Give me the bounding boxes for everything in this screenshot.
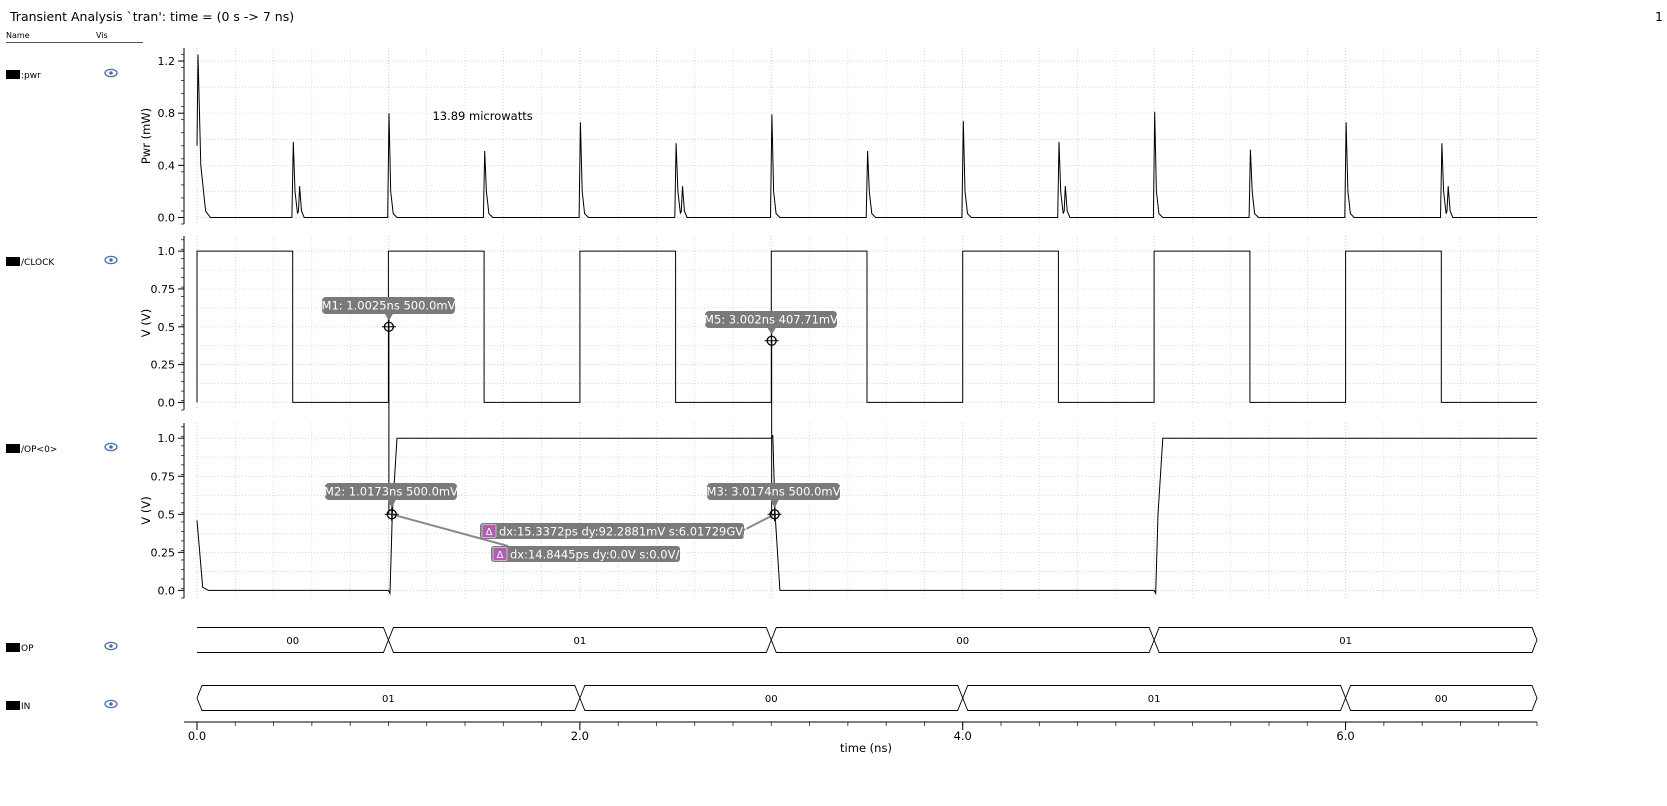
signal-row-op[interactable]: OP	[6, 640, 148, 654]
marker-label-bg[interactable]	[705, 311, 837, 328]
signal-color-swatch[interactable]	[6, 700, 20, 710]
bus-value: 00	[286, 636, 299, 647]
pwr-trace[interactable]	[196, 54, 1537, 218]
signal-row-clock[interactable]: /CLOCK	[6, 254, 148, 268]
delta-label-bg[interactable]	[480, 523, 744, 539]
marker-label-bg[interactable]	[322, 297, 455, 314]
signal-name: OP	[21, 643, 34, 654]
y-axis-label: V (V)	[139, 496, 153, 524]
bus-value: 00	[1435, 694, 1448, 705]
delta-label: dx:15.3372ps dy:92.2881mV s:6.01729GV/s	[499, 525, 753, 539]
y-tick-label: 0.25	[151, 546, 176, 559]
window-title: Transient Analysis `tran': time = (0 s -…	[10, 9, 295, 24]
signal-row-op0[interactable]: /OP<0>	[6, 441, 148, 455]
y-tick-label: 0.8	[158, 107, 176, 120]
signal-row-in[interactable]: IN	[6, 698, 148, 712]
signal-color-swatch[interactable]	[6, 69, 20, 79]
y-tick-label: 0.5	[158, 508, 176, 521]
y-tick-label: 0.25	[151, 359, 176, 372]
bus-value: 01	[1148, 694, 1161, 705]
marker-label-bg[interactable]	[707, 483, 840, 500]
bus-value: 01	[1339, 636, 1352, 647]
y-tick-label: 0.75	[151, 470, 176, 483]
x-tick-label: 0.0	[188, 729, 206, 743]
x-tick-label: 6.0	[1336, 729, 1354, 743]
vis-column-header[interactable]: Vis	[96, 31, 108, 40]
x-tick-label: 4.0	[954, 729, 972, 743]
bus-value: 01	[573, 636, 586, 647]
y-tick-label: 0.75	[151, 283, 176, 296]
y-axis-label: V (V)	[139, 309, 153, 337]
bus-segment[interactable]	[1345, 685, 1538, 711]
y-tick-label: 1.0	[158, 245, 176, 258]
delta-icon	[492, 547, 508, 561]
marker-label: M1: 1.0025ns 500.0mV	[322, 299, 456, 313]
y-tick-label: 0.5	[158, 321, 176, 334]
delta-icon-glyph: Δ	[497, 550, 504, 561]
marker-label-bg[interactable]	[325, 483, 457, 500]
marker-label: M5: 3.002ns 407.71mV	[704, 313, 838, 327]
delta-icon-glyph: Δ	[486, 527, 493, 538]
signal-color-swatch[interactable]	[6, 443, 20, 453]
y-tick-label: 0.0	[158, 396, 176, 409]
signal-name: /OP<0>	[21, 444, 58, 455]
x-tick-label: 2.0	[571, 729, 589, 743]
eye-icon[interactable]	[104, 442, 118, 452]
delta-leader	[391, 513, 509, 547]
delta-leader	[739, 513, 776, 533]
marker-pointer	[767, 328, 776, 335]
marker-label: M3: 3.0174ns 500.0mV	[707, 485, 841, 499]
y-tick-label: 1.0	[158, 432, 176, 445]
eye-icon[interactable]	[104, 255, 118, 265]
y-tick-label: 0.0	[158, 211, 176, 224]
eye-icon[interactable]	[104, 68, 118, 78]
y-axis-label: Pwr (mW)	[139, 108, 153, 164]
bus-value: 00	[956, 636, 969, 647]
signal-name: IN	[21, 701, 31, 712]
marker-pointer	[387, 500, 396, 509]
bus-value: 01	[382, 694, 395, 705]
delta-label: dx:14.8445ps dy:0.0V s:0.0V/s	[510, 548, 685, 562]
panel-pwr	[178, 48, 1538, 225]
x-axis-label: time (ns)	[840, 741, 892, 755]
signal-row-pwr[interactable]: :pwr	[6, 67, 148, 81]
delta-label-bg[interactable]	[491, 546, 680, 562]
delta-icon	[481, 524, 497, 538]
panel-clock	[178, 236, 1538, 411]
y-tick-label: 1.2	[158, 55, 176, 68]
panel-op0	[178, 423, 1538, 599]
eye-icon[interactable]	[104, 641, 118, 651]
bus-segment[interactable]	[1153, 627, 1538, 653]
name-column-header[interactable]: Name	[6, 31, 30, 40]
marker-pointer	[384, 314, 393, 321]
y-tick-label: 0.4	[158, 159, 176, 172]
signal-name: :pwr	[21, 70, 41, 81]
bus-value: 00	[765, 694, 778, 705]
marker-pointer	[770, 500, 779, 509]
header-divider	[6, 42, 143, 43]
marker-label: M2: 1.0173ns 500.0mV	[324, 485, 458, 499]
signal-name: /CLOCK	[21, 257, 55, 268]
pwr-annotation: 13.89 microwatts	[432, 109, 532, 123]
signal-color-swatch[interactable]	[6, 642, 20, 652]
eye-icon[interactable]	[104, 699, 118, 709]
y-tick-label: 0.0	[158, 584, 176, 597]
page-number: 1	[1655, 9, 1663, 24]
signal-color-swatch[interactable]	[6, 256, 20, 266]
